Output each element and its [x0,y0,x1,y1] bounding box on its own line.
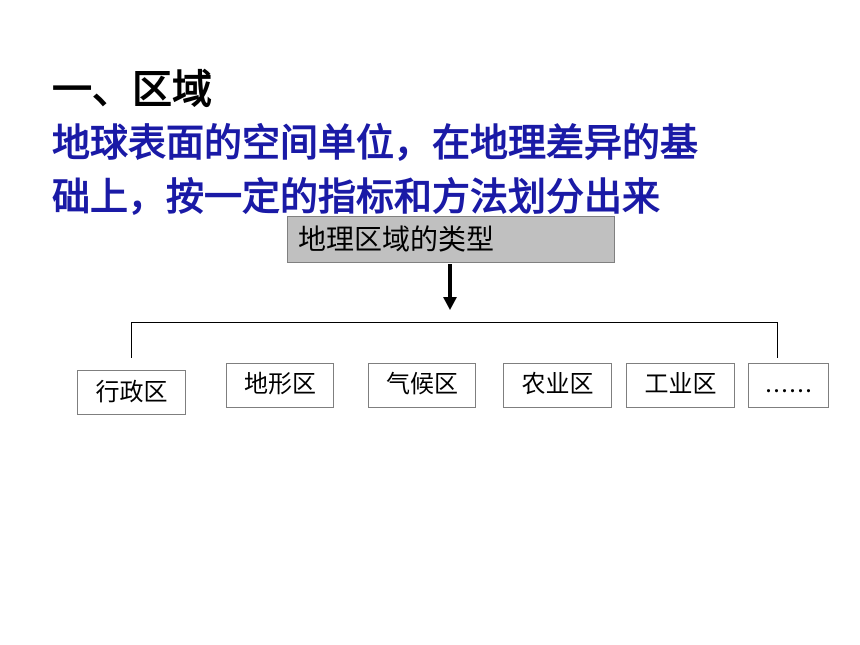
category-box-climate: 气候区 [368,363,476,408]
section-heading: 一、区域 [52,67,212,113]
category-box-industry: 工业区 [626,363,735,408]
category-box-administrative: 行政区 [77,370,186,415]
region-definition: 地球表面的空间单位，在地理差异的基 础上，按一定的指标和方法划分出来 [52,116,812,224]
category-box-ellipsis: …… [748,363,829,408]
down-arrow-shaft [448,264,452,298]
region-types-root-box: 地理区域的类型 [287,216,615,263]
branch-left-connector [131,322,132,358]
down-arrow-head-icon [443,297,457,310]
definition-line-1: 地球表面的空间单位，在地理差异的基 [52,121,699,165]
category-box-landform: 地形区 [226,363,334,408]
definition-line-2: 础上，按一定的指标和方法划分出来 [52,175,661,219]
branch-horizontal-connector [131,322,778,323]
branch-right-connector [777,322,778,358]
category-box-agriculture: 农业区 [503,363,612,408]
